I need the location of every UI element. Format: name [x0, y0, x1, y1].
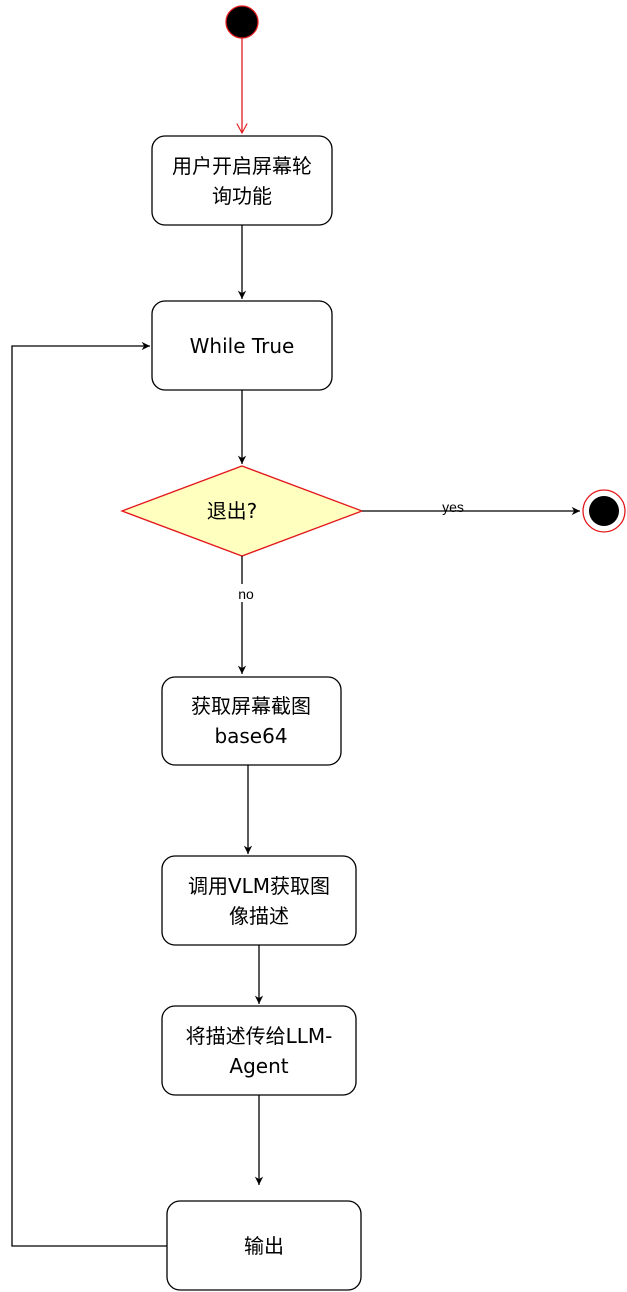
action-output[interactable]: 输出	[166, 1200, 362, 1291]
action-pass-to-agent-line2: Agent	[229, 1054, 288, 1078]
decision-exit[interactable]: 退出?	[120, 465, 364, 557]
action-start-polling-line1: 用户开启屏幕轮	[172, 154, 312, 178]
decision-exit-label: 退出?	[207, 499, 258, 523]
edge-output-loop-back	[11, 341, 167, 1247]
edge-label-yes: yes	[442, 499, 464, 515]
action-call-vlm[interactable]: 调用VLM获取图 像描述	[161, 855, 357, 946]
action-get-screenshot[interactable]: 获取屏幕截图 base64	[161, 676, 342, 766]
action-output-label: 输出	[244, 1234, 284, 1258]
action-call-vlm-line2: 像描述	[229, 904, 289, 928]
edge-label-no: no	[238, 586, 254, 602]
action-while-true-label: While True	[190, 334, 295, 358]
final-node	[582, 489, 626, 533]
action-start-polling-line2: 询功能	[212, 184, 272, 208]
action-while-true[interactable]: While True	[151, 300, 333, 391]
action-get-screenshot-line2: base64	[214, 724, 287, 748]
initial-node	[225, 5, 259, 39]
action-get-screenshot-line1: 获取屏幕截图	[191, 694, 311, 718]
action-call-vlm-line1: 调用VLM获取图	[188, 874, 330, 898]
action-start-polling[interactable]: 用户开启屏幕轮 询功能	[151, 135, 333, 226]
action-pass-to-agent[interactable]: 将描述传给LLM- Agent	[161, 1005, 357, 1096]
edge-label-no-bg	[232, 584, 254, 602]
action-pass-to-agent-line1: 将描述传给LLM-	[186, 1024, 333, 1048]
